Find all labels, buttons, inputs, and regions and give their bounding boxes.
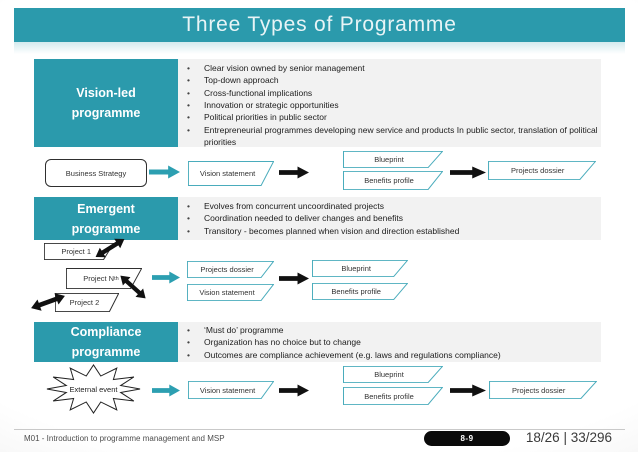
external-event-starburst: External event — [45, 364, 142, 414]
vision-led-label: Vision-led programme — [71, 86, 141, 120]
teal-arrow-icon — [149, 165, 180, 179]
blueprint-label: Blueprint — [341, 264, 371, 273]
emergent-bullets: Evolves from concurrent uncoordinated pr… — [178, 200, 598, 237]
blueprint-label: Blueprint — [374, 155, 404, 164]
bullet-item: Outcomes are compliance achievement (e.g… — [178, 349, 598, 362]
compliance-label-box: Compliance programme — [34, 322, 178, 362]
bullet-item: Innovation or strategic opportunities — [178, 99, 598, 112]
bullet-item: ‘Must do’ programme — [178, 324, 598, 337]
blueprint-shape: Blueprint — [343, 151, 443, 168]
project-2-label: Project 2 — [69, 298, 100, 307]
benefits-profile-shape: Benefits profile — [312, 283, 408, 300]
benefits-profile-label: Benefits profile — [331, 287, 381, 296]
projects-dossier-label: Projects dossier — [200, 265, 254, 274]
slide-title: Three Types of Programme — [182, 13, 457, 36]
black-arrow-icon — [279, 166, 309, 179]
blueprint-shape: Blueprint — [343, 366, 443, 383]
slide-title-bar: Three Types of Programme — [14, 8, 625, 42]
projects-dossier-shape: Projects dossier — [488, 161, 596, 180]
vision-statement-shape: Vision statement — [187, 284, 274, 301]
vision-statement-label: Vision statement — [199, 288, 255, 297]
footer-divider — [14, 429, 625, 430]
projects-dossier-label: Projects dossier — [512, 385, 566, 395]
footer-page-numbers: 18/26 | 33/296 — [525, 430, 612, 445]
bullet-item: Political priorities in public sector — [178, 111, 598, 124]
projects-dossier-shape: Projects dossier — [489, 381, 597, 399]
double-arrow-icon — [92, 233, 128, 263]
bullet-item: Cross-functional implications — [178, 87, 598, 100]
project-n-base: Project N — [83, 274, 115, 283]
bullet-item: Entrepreneurial programmes developing ne… — [178, 124, 598, 149]
black-arrow-icon — [450, 166, 486, 179]
black-arrow-icon — [279, 384, 309, 397]
teal-arrow-icon — [152, 271, 180, 284]
vision-led-bullets: Clear vision owned by senior management … — [178, 62, 598, 148]
project-1-label: Project 1 — [61, 247, 91, 256]
compliance-label: Compliance programme — [70, 325, 142, 359]
teal-arrow-icon — [152, 384, 180, 397]
bullet-item: Coordination needed to deliver changes a… — [178, 212, 598, 225]
emergent-label-box: Emergent programme — [34, 197, 178, 240]
vision-statement-label: Vision statement — [199, 169, 256, 178]
double-arrow-icon — [29, 289, 68, 314]
projects-dossier-label: Projects dossier — [511, 166, 565, 175]
vision-led-label-box: Vision-led programme — [34, 59, 178, 147]
black-arrow-icon — [279, 272, 309, 285]
footer-course-title: M01 - Introduction to programme manageme… — [24, 434, 225, 443]
benefits-profile-label: Benefits profile — [364, 391, 414, 401]
business-strategy-shape: Business Strategy — [45, 159, 147, 187]
project-2-shape: Project 2 — [55, 293, 119, 312]
external-event-label: External event — [69, 384, 118, 394]
benefits-profile-shape: Benefits profile — [343, 171, 443, 190]
blueprint-label: Blueprint — [374, 370, 404, 379]
projects-dossier-shape: Projects dossier — [187, 261, 274, 278]
footer-page-badge: 8-9 — [424, 431, 510, 446]
black-arrow-icon — [450, 384, 486, 397]
vision-statement-label: Vision statement — [199, 385, 256, 395]
vision-statement-shape: Vision statement — [188, 381, 274, 399]
bullet-item: Transitory - becomes planned when vision… — [178, 225, 598, 238]
double-arrow-icon — [116, 270, 151, 303]
bullet-item: Clear vision owned by senior management — [178, 62, 598, 75]
bullet-item: Organization has no choice but to change — [178, 336, 598, 349]
emergent-label: Emergent programme — [71, 201, 141, 236]
project-n-sup: th — [114, 275, 119, 282]
compliance-bullets: ‘Must do’ programme Organization has no … — [178, 324, 598, 361]
vision-statement-shape: Vision statement — [188, 161, 274, 186]
benefits-profile-shape: Benefits profile — [343, 387, 443, 405]
bullet-item: Top-down approach — [178, 74, 598, 87]
bullet-item: Evolves from concurrent uncoordinated pr… — [178, 200, 598, 213]
header-glow-strip — [14, 42, 625, 54]
business-strategy-label: Business Strategy — [65, 168, 127, 178]
blueprint-shape: Blueprint — [312, 260, 408, 277]
benefits-profile-label: Benefits profile — [364, 176, 414, 185]
